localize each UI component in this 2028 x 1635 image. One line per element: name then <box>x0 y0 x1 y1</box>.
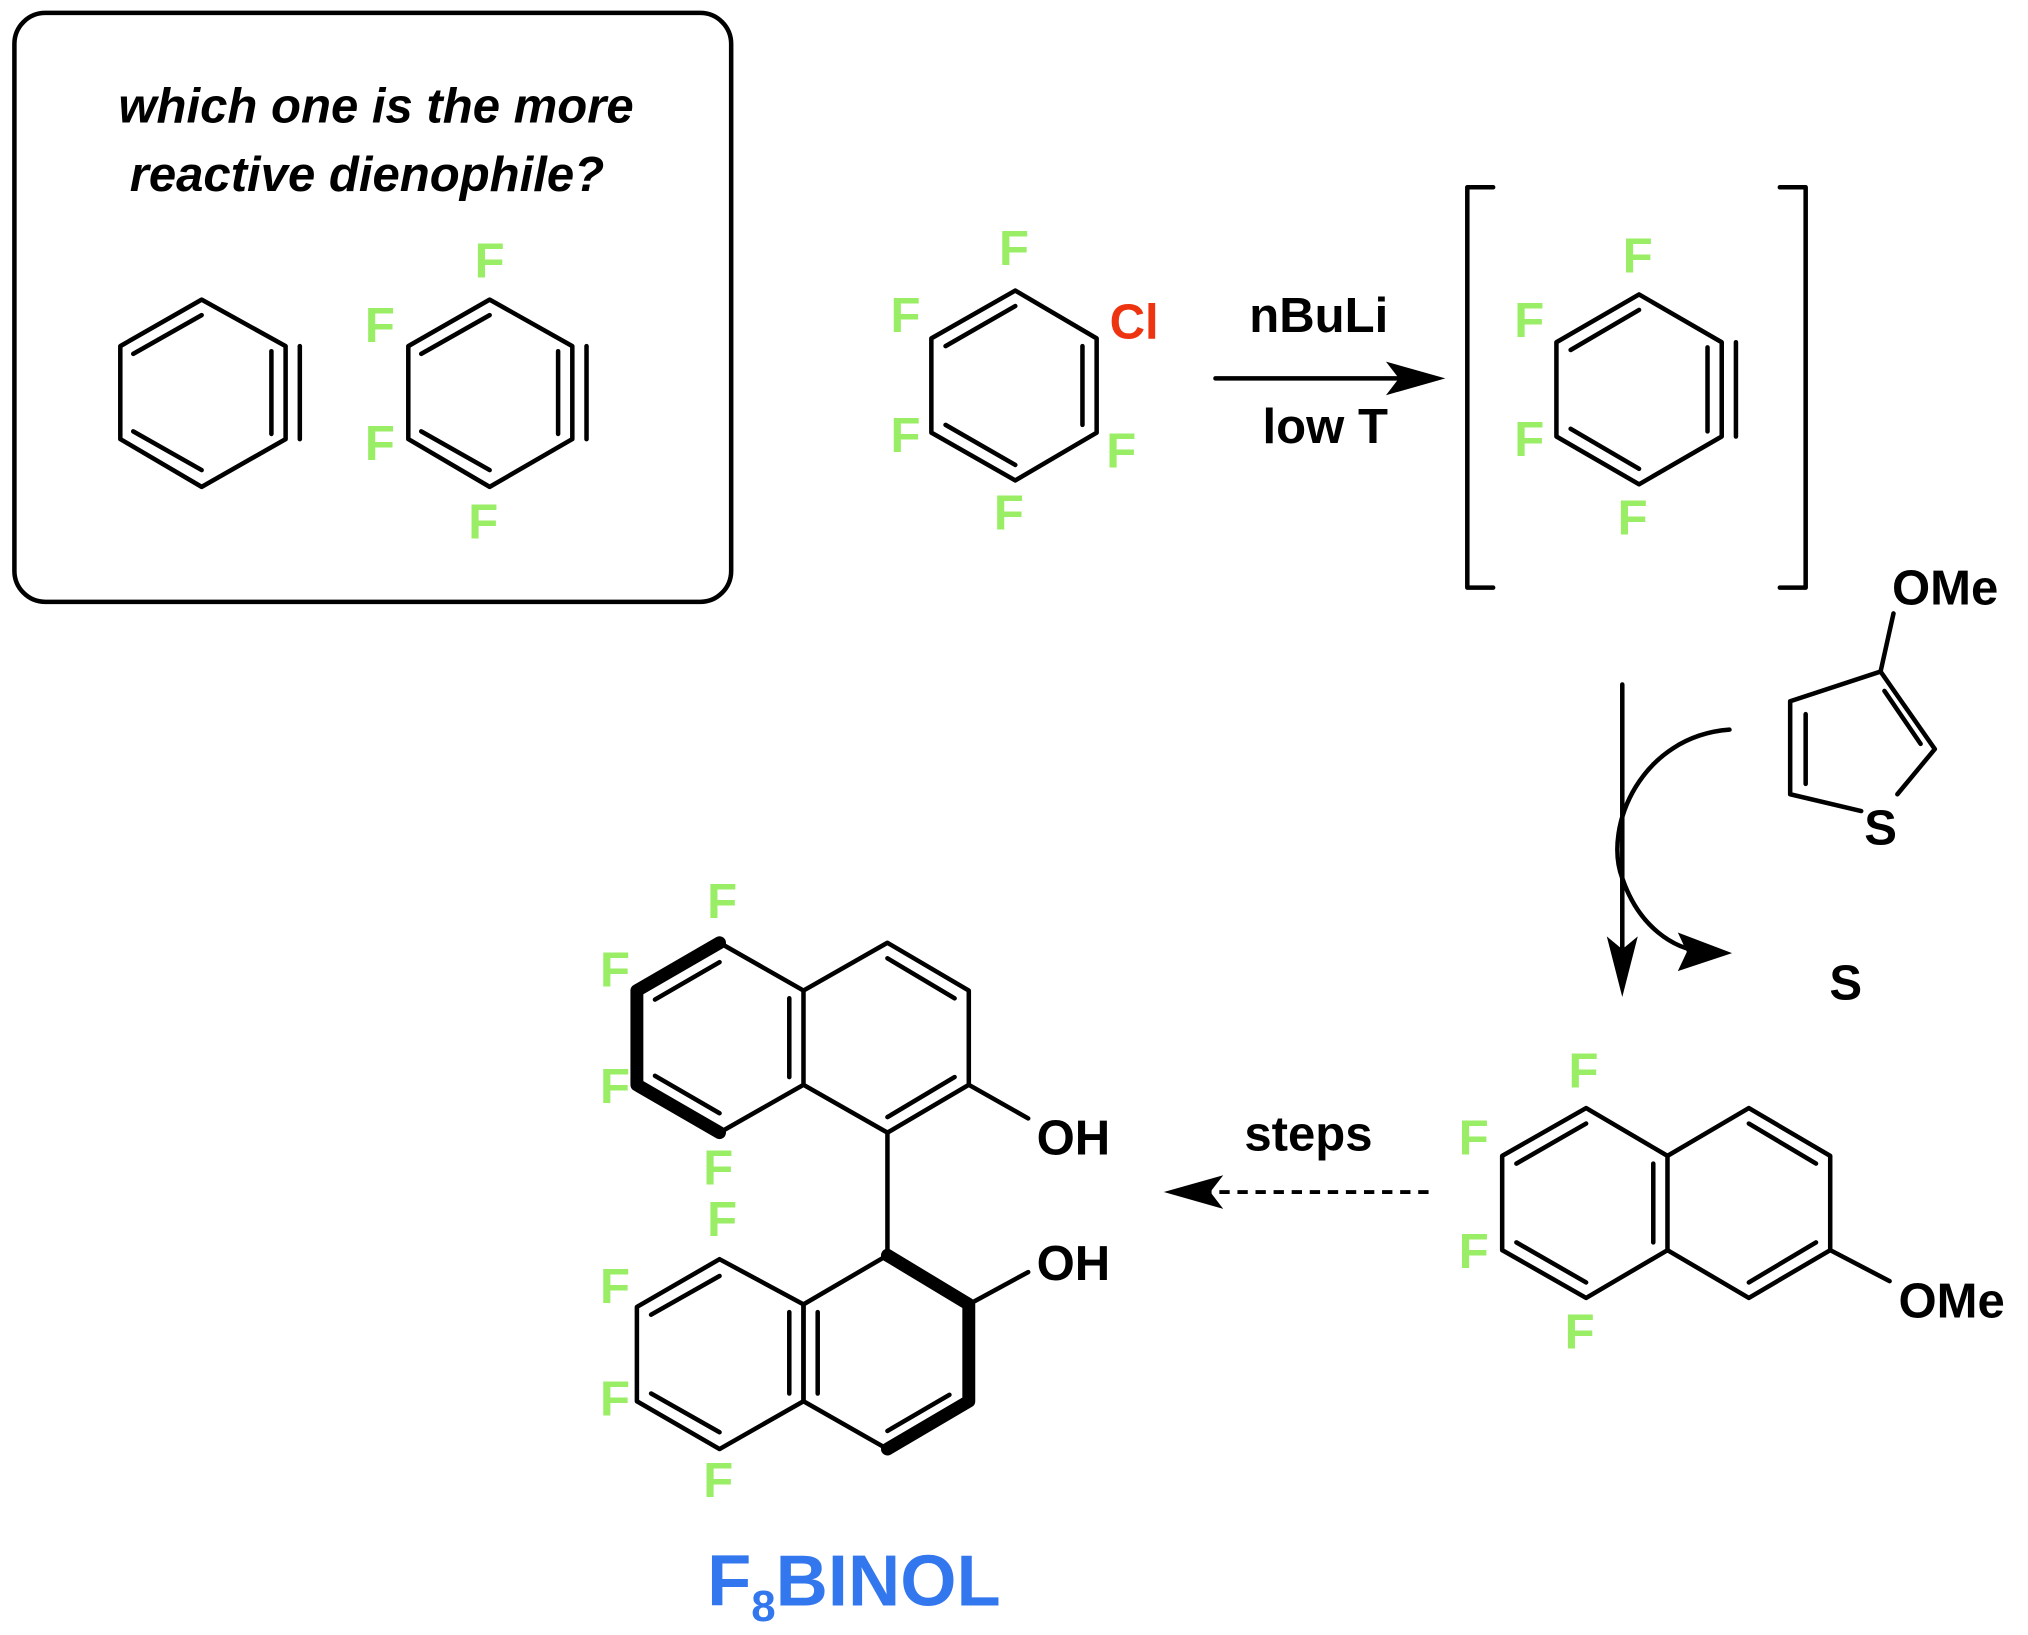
intermediate-benzyne-structure: F F F F <box>1514 229 1739 546</box>
reagent-label: nBuLi <box>1249 289 1388 343</box>
atoms-F-label: F <box>600 1260 630 1314</box>
atoms-OH-label: OH <box>1037 1237 1111 1291</box>
product-name-label: F8BINOL <box>707 1541 1001 1630</box>
atoms-F-label: F <box>891 409 921 463</box>
methoxy-tetrafluoronaphthalene-structure: OMe F F F F <box>1459 1044 2005 1359</box>
atoms-F-label: F <box>891 289 921 343</box>
atoms-F-label: F <box>600 1060 630 1114</box>
product-name_prefix-label: F <box>707 1541 751 1621</box>
left-bracket <box>1465 185 1496 590</box>
atoms-F-label: F <box>475 235 505 289</box>
atoms-F-label: F <box>703 1141 733 1195</box>
steps-arrow: steps <box>1163 1108 1429 1209</box>
atoms-F-label: F <box>1623 229 1653 283</box>
question-line-1: which one is the more <box>118 80 633 134</box>
sulfur-byproduct: S <box>1829 957 1862 1011</box>
atoms-F-label: F <box>1514 413 1544 467</box>
benzyne-structure <box>118 297 303 490</box>
product-name_suffix-label: BINOL <box>776 1541 1001 1621</box>
product-name_subscript-label: 8 <box>751 1582 775 1631</box>
methoxythiophene-structure: OMe S S <box>1787 561 1998 1011</box>
f8binol-structure: OH OH F F F F F F F F <box>600 875 1110 1508</box>
chlorine-label: Cl <box>1110 295 1159 349</box>
atoms-F-label: F <box>600 1372 630 1426</box>
atoms-F-label: F <box>999 222 1029 276</box>
condition-label: low T <box>1263 400 1388 454</box>
steps-label: steps <box>1244 1108 1372 1162</box>
atoms-F-label: F <box>994 487 1024 541</box>
atoms-F-label: F <box>707 875 737 929</box>
atoms-F-label: F <box>1618 492 1648 546</box>
reaction-arrow-2 <box>1606 682 1733 998</box>
atoms-S-label: S <box>1864 802 1897 856</box>
atoms-F-label: F <box>1459 1112 1489 1166</box>
atoms-OH-label: OH <box>1037 1112 1111 1166</box>
atoms-F-label: F <box>468 496 498 550</box>
atoms-F-label: F <box>1106 425 1136 479</box>
question-box <box>12 10 734 605</box>
atoms-F-label: F <box>600 944 630 998</box>
atoms-F-label: F <box>365 417 395 471</box>
atoms-OMe-label: OMe <box>1898 1274 2004 1328</box>
tetrafluorobenzyne-structure: F F F F <box>365 235 589 550</box>
atoms-F-label: F <box>703 1454 733 1508</box>
atoms-F-label: F <box>1569 1044 1599 1098</box>
question-line-2: reactive dienophile? <box>130 148 604 202</box>
atoms-F-label: F <box>707 1193 737 1247</box>
atoms-F-label: F <box>365 299 395 353</box>
atoms-F-label: F <box>1565 1305 1595 1359</box>
reaction-arrow-1: nBuLi low T <box>1213 289 1446 454</box>
atoms-F-label: F <box>1514 294 1544 348</box>
chlorotetrafluorobenzene-structure: F F F F F Cl <box>891 222 1159 541</box>
right-bracket <box>1777 185 1808 590</box>
atoms-F-label: F <box>1459 1225 1489 1279</box>
atoms-OMe-label: OMe <box>1892 561 1998 615</box>
